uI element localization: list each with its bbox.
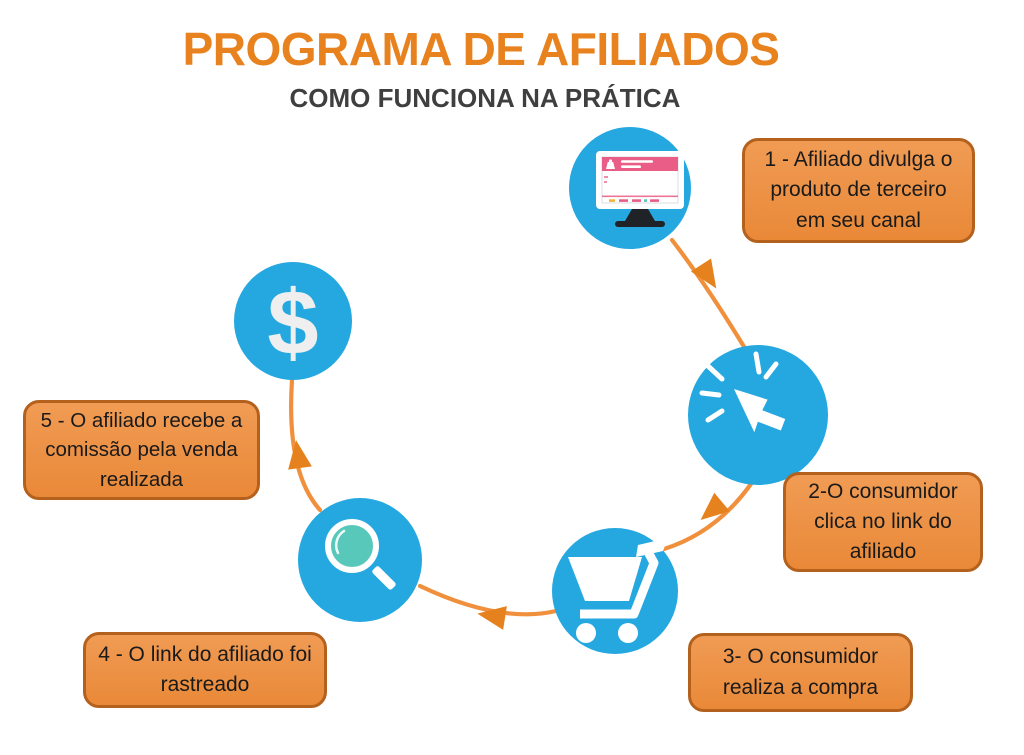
step-label-4: 4 - O link do afiliado foi rastreado	[98, 642, 312, 696]
step-box-4: 4 - O link do afiliado foi rastreado	[83, 632, 327, 708]
flow-arrow-1	[669, 237, 749, 353]
step-box-3: 3- O consumidor realiza a compra	[688, 633, 913, 712]
monitor-icon	[596, 151, 684, 227]
step-label-1: 1 - Afiliado divulga o produto de tercei…	[764, 148, 953, 232]
step-circle-5	[234, 262, 352, 380]
step-label-2: 2-O consumidor clica no link do afiliado	[808, 479, 958, 564]
step-label-5: 5 - O afiliado recebe a comissão pela ve…	[40, 409, 243, 491]
page-subtitle: COMO FUNCIONA NA PRÁTICA	[289, 83, 681, 113]
step-label-3: 3- O consumidor realiza a compra	[722, 645, 879, 699]
step-box-5: 5 - O afiliado recebe a comissão pela ve…	[23, 400, 260, 500]
flow-arrow-2	[661, 478, 756, 552]
shopping-cart-icon	[568, 538, 668, 643]
cursor-click-icon	[699, 351, 786, 433]
magnifier-icon	[325, 519, 396, 590]
flow-arrow-3	[417, 583, 559, 630]
svg-text:$: $	[267, 272, 318, 374]
step-box-1: 1 - Afiliado divulga o produto de tercei…	[742, 138, 975, 243]
page-title: PROGRAMA DE AFILIADOS	[182, 23, 780, 75]
flow-arrow-4	[288, 377, 323, 513]
step-box-2: 2-O consumidor clica no link do afiliado	[783, 472, 983, 572]
dollar-sign-icon: $	[267, 272, 318, 374]
